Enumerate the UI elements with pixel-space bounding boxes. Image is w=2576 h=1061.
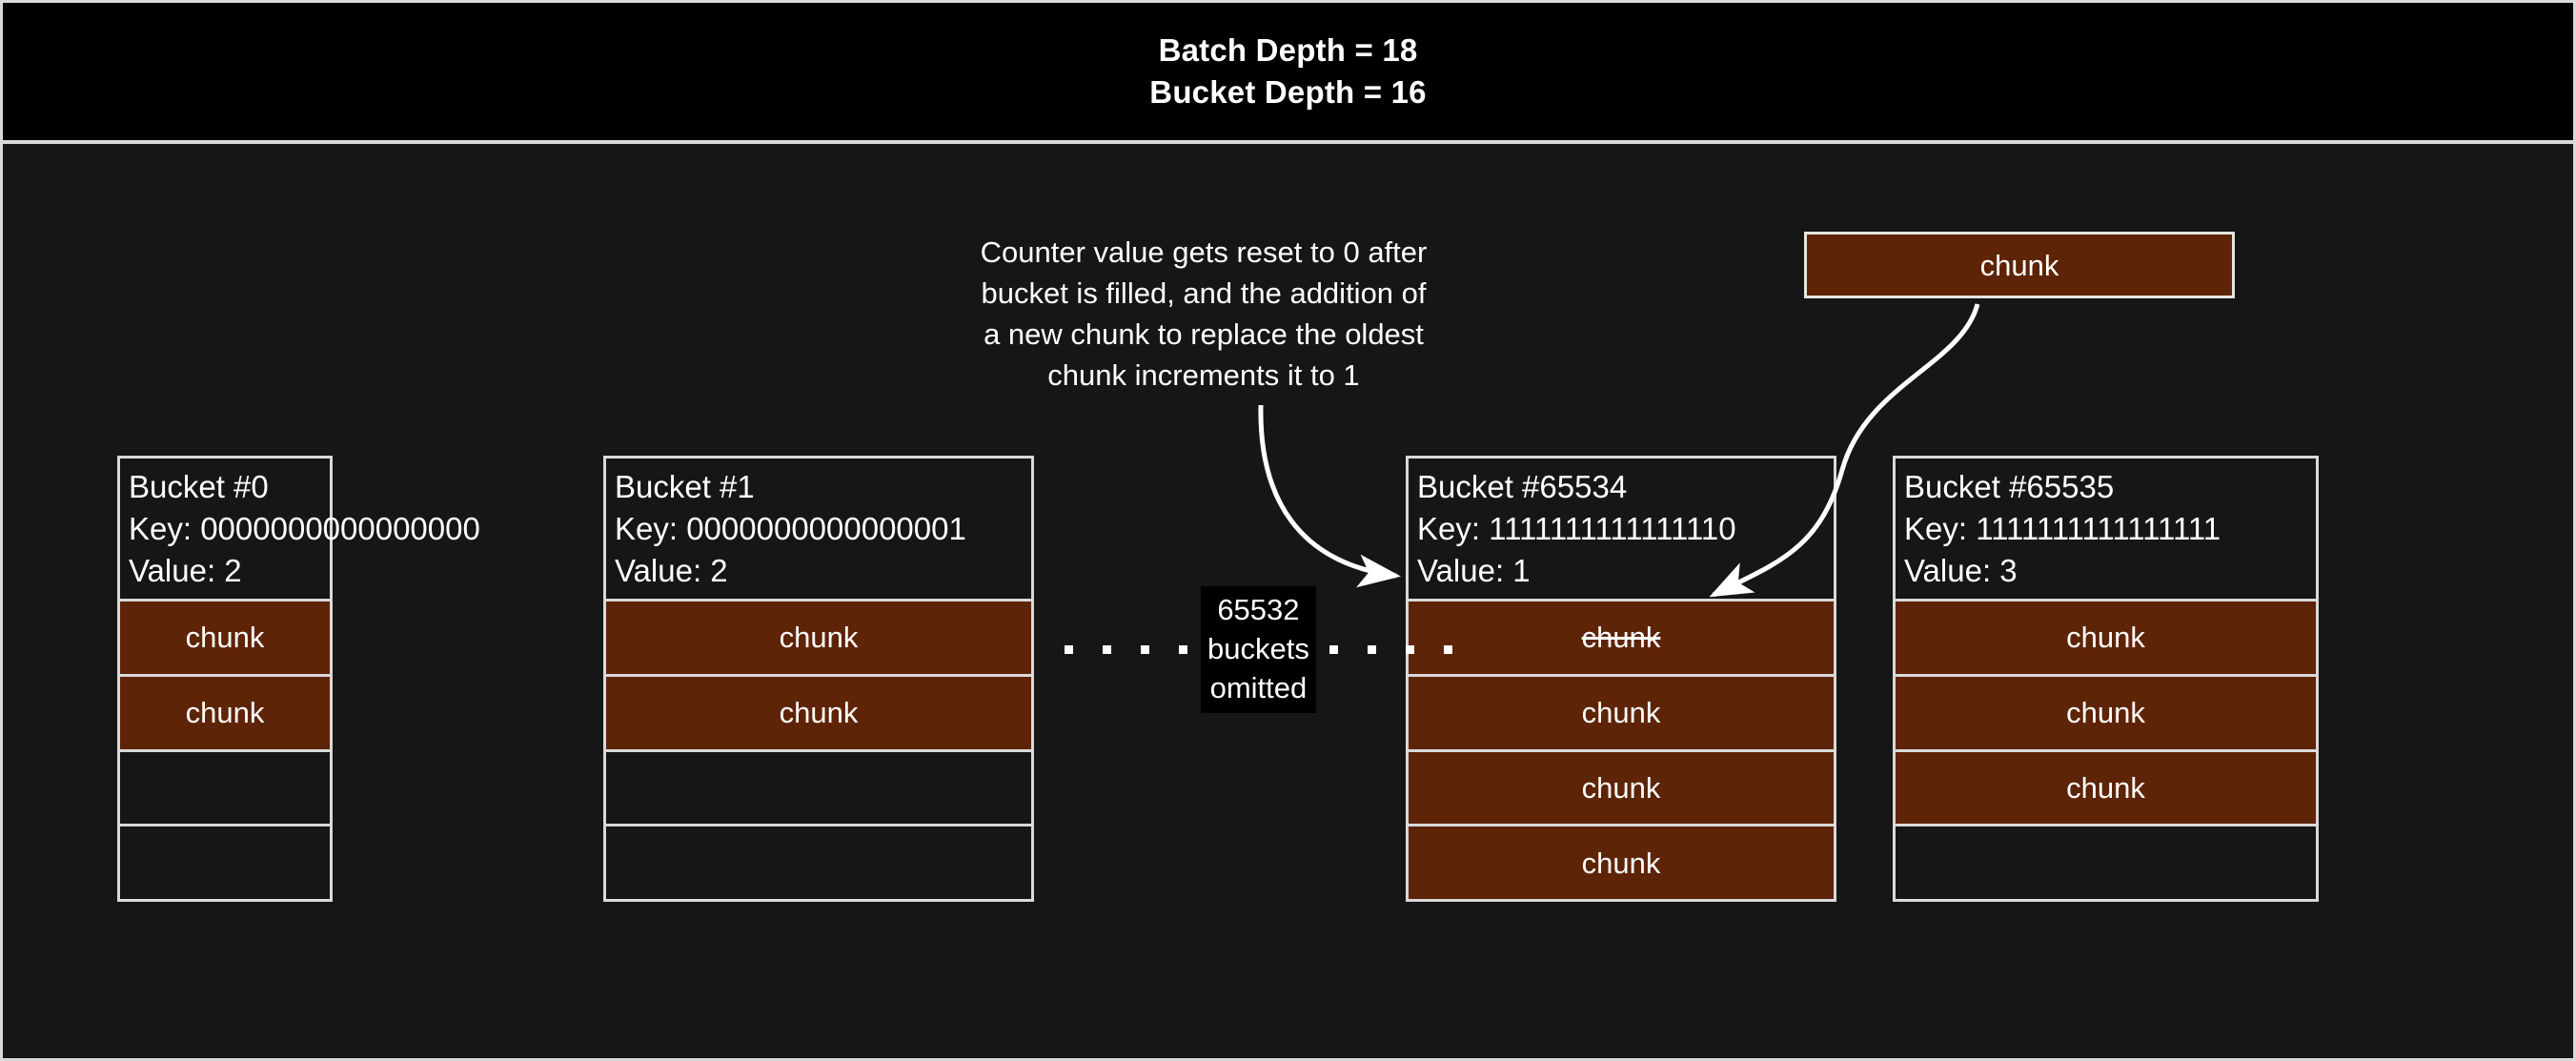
bucket-65535-slot-0[interactable]: chunk (1896, 602, 2316, 677)
bucket-value-1: Value: 2 (615, 553, 728, 588)
bucket-header-65535: Bucket #65535 Key: 1111111111111111 Valu… (1896, 459, 2316, 602)
bucket-title-65535: Bucket #65535 (1904, 469, 2115, 504)
bucket-key-1: Key: 0000000000000001 (615, 511, 966, 546)
annotation-arrow (1258, 404, 1401, 588)
counter-reset-annotation: Counter value gets reset to 0 after buck… (980, 235, 1428, 392)
chunk-label-evicted: chunk (1581, 621, 1661, 655)
bucket-0-slot-1[interactable]: chunk (120, 676, 330, 752)
dot-run-left (1051, 645, 1201, 654)
chunk-label: chunk (779, 696, 859, 730)
chunk-label: chunk (1979, 248, 2059, 282)
bucket-65535-slot-3[interactable] (1896, 826, 2316, 899)
bucket-depth-label: Bucket Depth = 16 (1149, 74, 1427, 110)
bucket-65534-slot-0[interactable]: chunk (1409, 602, 1834, 677)
chunk-label: chunk (2066, 621, 2145, 655)
omitted-buckets-marker: 65532 buckets omitted (1051, 586, 1466, 713)
chunk-label: chunk (1581, 696, 1661, 730)
chunk-label: chunk (1581, 846, 1661, 880)
header-band: Batch Depth = 18 Bucket Depth = 16 (3, 3, 2573, 144)
bucket-header-0: Bucket #0 Key: 0000000000000000 Value: 2 (120, 459, 480, 602)
bucket-1-slot-0[interactable]: chunk (606, 602, 1031, 677)
chunk-label: chunk (2066, 696, 2145, 730)
omitted-buckets-label: 65532 buckets omitted (1201, 586, 1316, 713)
bucket-header-65534: Bucket #65534 Key: 1111111111111110 Valu… (1409, 459, 1834, 602)
bucket-65534-slot-3[interactable]: chunk (1409, 826, 1834, 899)
bucket-card-65534[interactable]: Bucket #65534 Key: 1111111111111110 Valu… (1406, 456, 1836, 902)
bucket-0-slot-3[interactable] (120, 826, 330, 899)
bucket-card-65535[interactable]: Bucket #65535 Key: 1111111111111111 Valu… (1893, 456, 2319, 902)
incoming-chunk-card[interactable]: chunk (1804, 232, 2235, 298)
bucket-value-65534: Value: 1 (1417, 553, 1531, 588)
batch-depth-label: Batch Depth = 18 (1158, 32, 1418, 68)
chunk-label: chunk (185, 621, 265, 655)
bucket-value-0: Value: 2 (129, 553, 242, 588)
dot-run-right (1316, 645, 1466, 654)
bucket-title-0: Bucket #0 (129, 469, 269, 504)
bucket-card-1[interactable]: Bucket #1 Key: 0000000000000001 Value: 2… (603, 456, 1034, 902)
ellipsis-dot (1141, 645, 1149, 654)
chunk-label: chunk (1581, 770, 1661, 805)
bucket-65534-slot-2[interactable]: chunk (1409, 751, 1834, 827)
bucket-key-65534: Key: 1111111111111110 (1417, 511, 1736, 546)
bucket-0-slot-2[interactable] (120, 751, 330, 827)
ellipsis-dot (1065, 645, 1073, 654)
ellipsis-dot (1103, 645, 1111, 654)
bucket-65535-slot-1[interactable]: chunk (1896, 676, 2316, 752)
bucket-key-0: Key: 0000000000000000 (129, 511, 480, 546)
bucket-0-slot-0[interactable]: chunk (120, 602, 330, 677)
bucket-65535-slot-2[interactable]: chunk (1896, 751, 2316, 827)
bucket-1-slot-3[interactable] (606, 826, 1031, 899)
bucket-1-slot-2[interactable] (606, 751, 1031, 827)
chunk-label: chunk (779, 621, 859, 655)
chunk-label: chunk (185, 696, 265, 730)
ellipsis-dot (1329, 645, 1338, 654)
bucket-1-slot-1[interactable]: chunk (606, 676, 1031, 752)
ellipsis-dot (1179, 645, 1187, 654)
ellipsis-dot (1443, 645, 1452, 654)
bucket-title-65534: Bucket #65534 (1417, 469, 1628, 504)
bucket-key-65535: Key: 1111111111111111 (1904, 511, 2221, 546)
bucket-65534-slot-1[interactable]: chunk (1409, 676, 1834, 752)
chunk-label: chunk (2066, 770, 2145, 805)
ellipsis-dot (1405, 645, 1414, 654)
bucket-value-65535: Value: 3 (1904, 553, 2018, 588)
ellipsis-dot (1367, 645, 1376, 654)
bucket-title-1: Bucket #1 (615, 469, 755, 504)
bucket-header-1: Bucket #1 Key: 0000000000000001 Value: 2 (606, 459, 1031, 602)
bucket-card-0[interactable]: Bucket #0 Key: 0000000000000000 Value: 2… (117, 456, 480, 902)
